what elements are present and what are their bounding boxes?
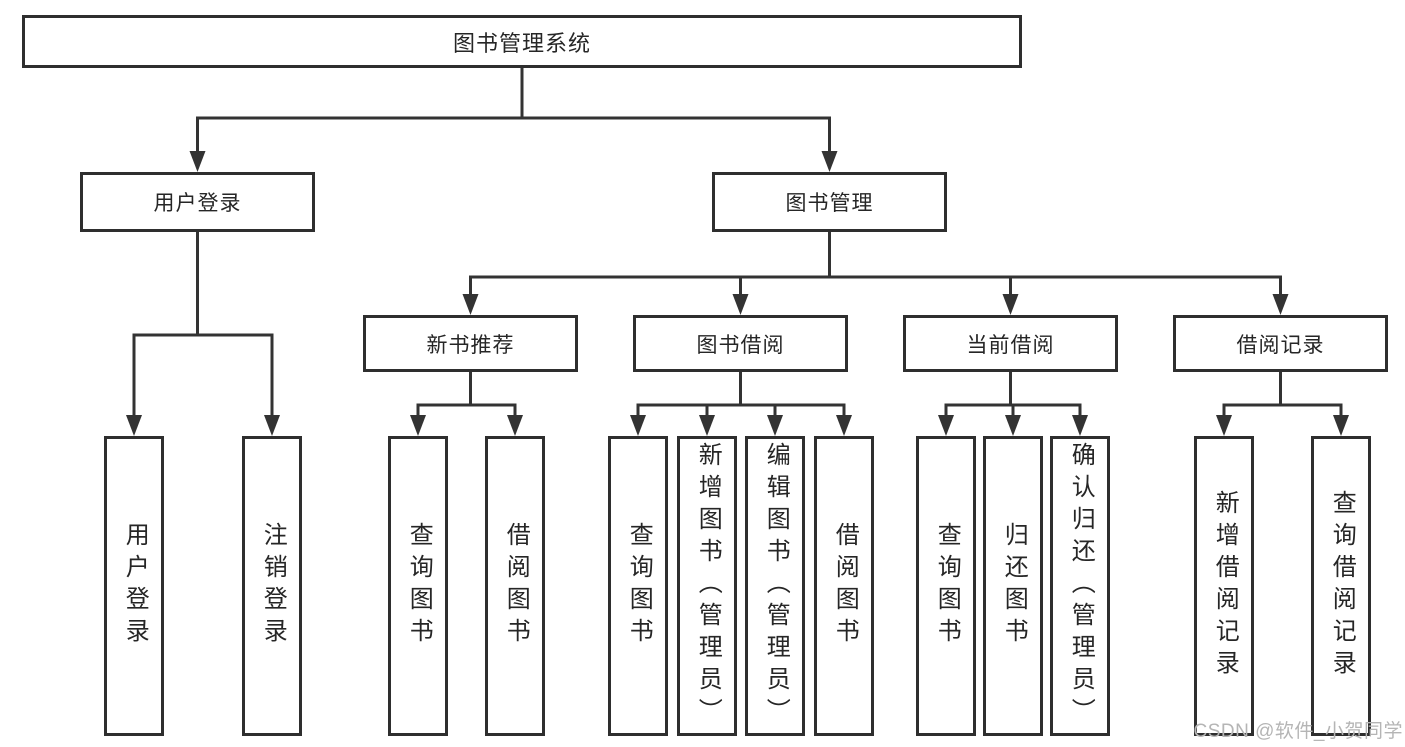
arrowhead — [1216, 415, 1232, 436]
arrowhead — [126, 415, 142, 436]
arrowhead — [836, 415, 852, 436]
leaf-add-books-admin: 新增图书（管理员） — [677, 436, 737, 736]
connector-borrowing-records — [1222, 372, 1343, 418]
node-label: 查询借阅记录 — [1328, 490, 1356, 682]
node-label: 当前借阅 — [966, 333, 1055, 357]
node-label: 用户登录 — [153, 192, 242, 215]
leaf-return-books: 归还图书 — [983, 436, 1043, 736]
leaf-query-borrow-record: 查询借阅记录 — [1311, 436, 1371, 736]
leaf-confirm-return-admin: 确认归还（管理员） — [1050, 436, 1110, 736]
connector-root — [196, 68, 831, 154]
node-label: 归还图书 — [1000, 522, 1028, 650]
node-label: 确认归还（管理员） — [1067, 442, 1095, 730]
leaf-borrow-books-1: 借阅图书 — [485, 436, 545, 736]
node-book-management: 图书管理 — [712, 172, 947, 232]
arrowhead — [462, 294, 479, 315]
arrowhead — [507, 415, 523, 436]
node-label: 编辑图书（管理员） — [762, 442, 790, 730]
connector-new-book-recommendation — [416, 372, 517, 418]
node-label: 图书管理系统 — [452, 30, 591, 56]
leaf-borrow-books-2: 借阅图书 — [814, 436, 874, 736]
leaf-logout: 注销登录 — [242, 436, 302, 736]
connector-book-management — [469, 232, 1282, 297]
arrowhead — [1002, 294, 1019, 315]
node-label: 图书管理 — [785, 192, 874, 215]
leaf-query-books-2: 查询图书 — [608, 436, 668, 736]
node-label: 用户登录 — [121, 522, 149, 650]
node-user-login: 用户登录 — [80, 172, 315, 232]
node-library-management-system: 图书管理系统 — [22, 15, 1022, 68]
arrowhead — [264, 415, 280, 436]
arrowhead — [189, 151, 206, 172]
leaf-query-books-3: 查询图书 — [916, 436, 976, 736]
arrowhead — [410, 415, 426, 436]
connector-current-borrowing — [944, 372, 1082, 418]
arrowheads — [126, 151, 1349, 436]
node-label: 新增图书（管理员） — [694, 442, 722, 730]
leaf-edit-books-admin: 编辑图书（管理员） — [745, 436, 805, 736]
arrowhead — [767, 415, 783, 436]
node-label: 查询图书 — [405, 522, 433, 650]
node-label: 查询图书 — [933, 522, 961, 650]
node-label: 借阅记录 — [1236, 333, 1325, 357]
connector-user-login — [132, 232, 274, 418]
node-label: 查询图书 — [625, 522, 653, 650]
node-label: 借阅图书 — [831, 522, 859, 650]
arrowhead — [630, 415, 646, 436]
node-label: 新增借阅记录 — [1211, 490, 1239, 682]
node-label: 新书推荐 — [426, 333, 515, 357]
arrowhead — [1005, 415, 1021, 436]
arrowhead — [1333, 415, 1349, 436]
leaf-query-books-1: 查询图书 — [388, 436, 448, 736]
node-label: 借阅图书 — [502, 522, 530, 650]
node-current-borrowing: 当前借阅 — [903, 315, 1118, 372]
node-new-book-recommendation: 新书推荐 — [363, 315, 578, 372]
arrowhead — [1272, 294, 1289, 315]
arrowhead — [938, 415, 954, 436]
arrowhead — [699, 415, 715, 436]
leaf-user-login: 用户登录 — [104, 436, 164, 736]
node-borrowing-records: 借阅记录 — [1173, 315, 1388, 372]
node-label: 图书借阅 — [696, 333, 785, 357]
csdn-watermark: CSDN @软件_小贺同学 — [1193, 721, 1403, 742]
connector-book-borrowing — [636, 372, 846, 418]
node-book-borrowing: 图书借阅 — [633, 315, 848, 372]
arrowhead — [732, 294, 749, 315]
arrowhead — [1072, 415, 1088, 436]
arrowhead — [821, 151, 838, 172]
node-label: 注销登录 — [259, 522, 287, 650]
leaf-add-borrow-record: 新增借阅记录 — [1194, 436, 1254, 736]
